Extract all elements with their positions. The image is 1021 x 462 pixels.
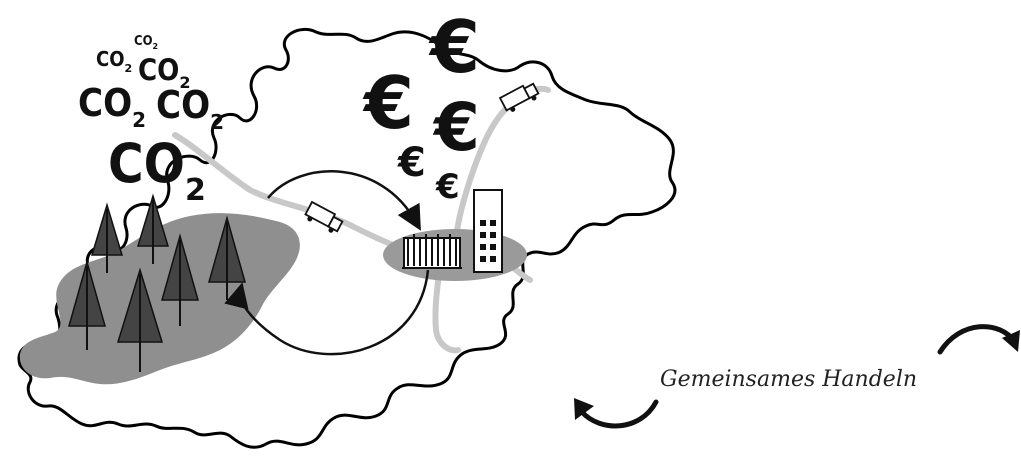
euro-symbol: €	[397, 140, 426, 186]
euro-symbol: €	[362, 61, 414, 145]
building-icon	[473, 189, 503, 273]
co2-label: CO2	[138, 53, 190, 92]
euro-symbol: €	[435, 167, 460, 207]
tree-icon	[90, 202, 124, 273]
euro-symbol: €	[428, 5, 480, 89]
co2-label: CO2	[108, 132, 206, 208]
caption-text: Gemeinsames Handeln	[660, 367, 917, 392]
co2-label: CO2	[78, 81, 146, 132]
road-south	[432, 262, 461, 354]
co2-label: CO2	[134, 34, 158, 51]
tree-icon	[161, 233, 199, 326]
tree-icon	[116, 267, 164, 372]
curved-arrow-icon	[574, 398, 659, 429]
co2-label: CO2	[96, 47, 132, 75]
euro-symbol: €	[432, 89, 480, 166]
road-west	[172, 132, 433, 258]
co2-cloud: CO2 CO2 CO2 CO2 CO2 CO2	[78, 34, 224, 208]
trees	[68, 193, 246, 372]
tree-icon	[136, 193, 170, 264]
curved-arrow-icon	[937, 324, 1020, 355]
cycle-arrow-icon	[224, 170, 430, 356]
euro-symbols: € € € € €	[362, 5, 480, 207]
co2-label: CO2	[156, 83, 224, 134]
tree-icon	[68, 259, 106, 350]
truck-icon	[304, 200, 344, 233]
truck-icon	[498, 82, 540, 112]
factory-icon	[402, 234, 462, 269]
region-outline-map	[17, 27, 677, 449]
